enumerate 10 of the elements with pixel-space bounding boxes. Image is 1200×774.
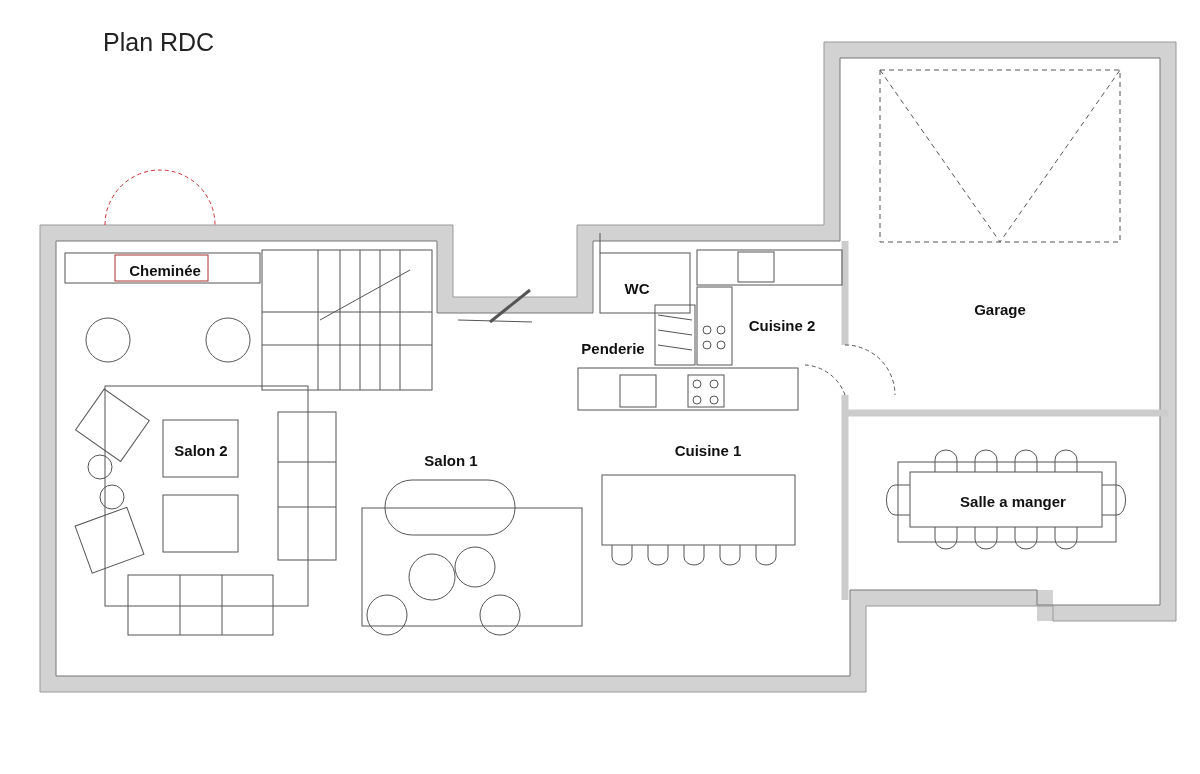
room-label: Cuisine 1 xyxy=(674,441,742,459)
plan-title: Plan RDC xyxy=(103,28,215,57)
room-label: Penderie xyxy=(581,339,645,357)
room-label: Cheminée xyxy=(129,261,201,279)
room-label: Salle a manger xyxy=(960,492,1066,510)
room-label: WC xyxy=(624,279,650,297)
room-label: Salon 1 xyxy=(424,451,478,469)
room-label: Cuisine 2 xyxy=(748,316,816,334)
room-label: Garage xyxy=(974,300,1026,318)
room-label: Salon 2 xyxy=(174,441,228,459)
